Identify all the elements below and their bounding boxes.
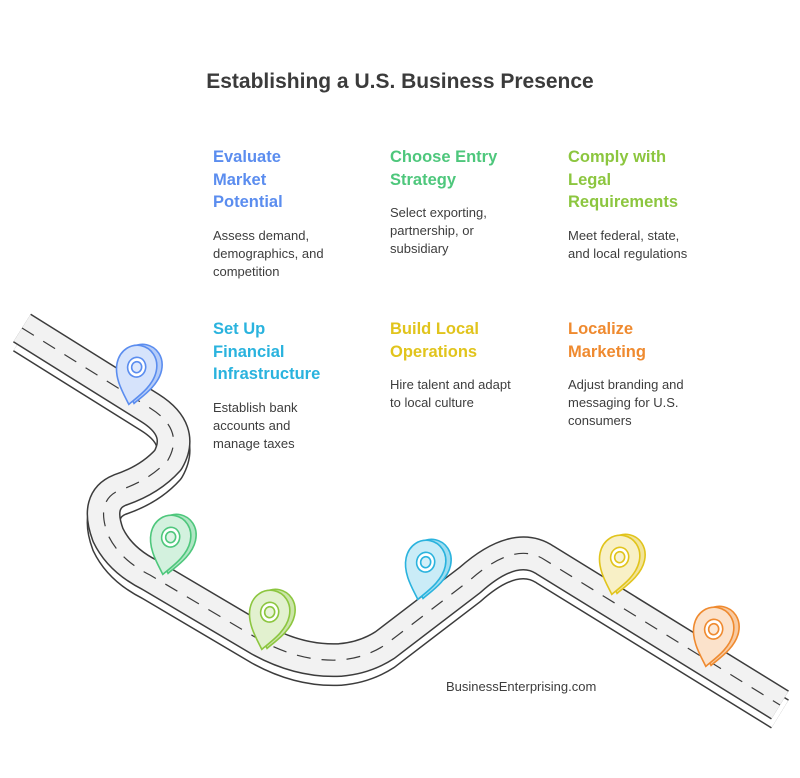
step-choose-entry: Choose Entry Strategy Select exporting, …: [390, 146, 550, 258]
step-description: Hire talent and adapt to local culture: [390, 377, 511, 410]
marker-orange-icon: [692, 605, 740, 668]
step-evaluate-market: Evaluate Market Potential Assess demand,…: [213, 146, 373, 281]
step-description: Meet federal, state, and local regulatio…: [568, 227, 688, 261]
step-financial-infrastructure: Set Up Financial Infrastructure Establis…: [213, 318, 373, 453]
road-center-dashes: [21, 327, 781, 706]
step-comply-legal: Comply with Legal Requirements Meet fede…: [568, 146, 728, 263]
marker-yellow-icon: [598, 533, 646, 596]
page-title: Establishing a U.S. Business Presence: [206, 70, 594, 93]
marker-blue-icon: [115, 343, 163, 406]
marker-green-icon: [149, 513, 197, 576]
step-title: Comply with Legal Requirements: [568, 148, 679, 211]
marker-lime-icon: [248, 588, 296, 651]
step-localize-marketing: Localize Marketing Adjust branding and m…: [568, 318, 728, 430]
marker-cyan-icon: [404, 538, 452, 601]
winding-road: [12, 313, 789, 729]
step-description: Establish bank accounts and manage taxes: [213, 399, 298, 451]
step-description: Assess demand, demographics, and competi…: [213, 227, 324, 279]
step-title: Choose Entry Strategy: [390, 148, 498, 189]
step-description: Select exporting, partnership, or subsid…: [390, 205, 487, 256]
step-local-operations: Build Local Operations Hire talent and a…: [390, 318, 550, 412]
step-title: Build Local Operations: [390, 320, 479, 361]
step-title: Localize Marketing: [568, 320, 646, 361]
location-markers: [115, 343, 740, 668]
step-description: Adjust branding and messaging for U.S. c…: [568, 377, 684, 428]
step-title: Evaluate Market Potential: [213, 148, 283, 211]
step-title: Set Up Financial Infrastructure: [213, 320, 321, 383]
footer-credit: BusinessEnterprising.com: [446, 679, 597, 694]
